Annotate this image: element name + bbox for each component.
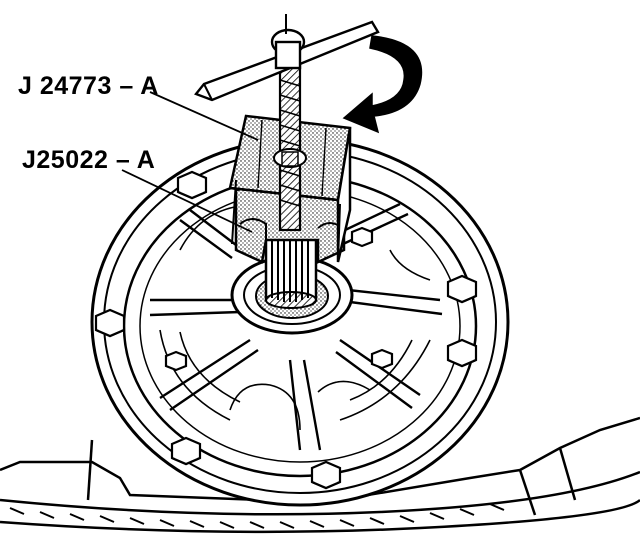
leader-line-2: [121, 169, 253, 233]
bolt: [164, 350, 188, 372]
bolt: [446, 338, 478, 368]
callout-tool-2: J25022 – A: [22, 146, 156, 174]
flange-recesses: [159, 205, 431, 431]
bolt: [370, 348, 394, 370]
callout-tool-1: J 24773 – A: [18, 72, 159, 100]
housing-base-ribs: [9, 503, 505, 529]
bolt: [94, 308, 126, 338]
bolt: [170, 436, 202, 466]
bolt: [446, 274, 478, 304]
leader-line-1: [149, 91, 259, 141]
rotation-arrow-icon: [342, 35, 423, 134]
leader-lines: [121, 91, 259, 233]
bolt: [310, 460, 342, 490]
t-handle: [194, 14, 380, 102]
flange-bolts: [94, 170, 478, 490]
splined-shaft: [264, 230, 318, 309]
bolt: [176, 170, 208, 200]
bolt: [350, 226, 374, 248]
